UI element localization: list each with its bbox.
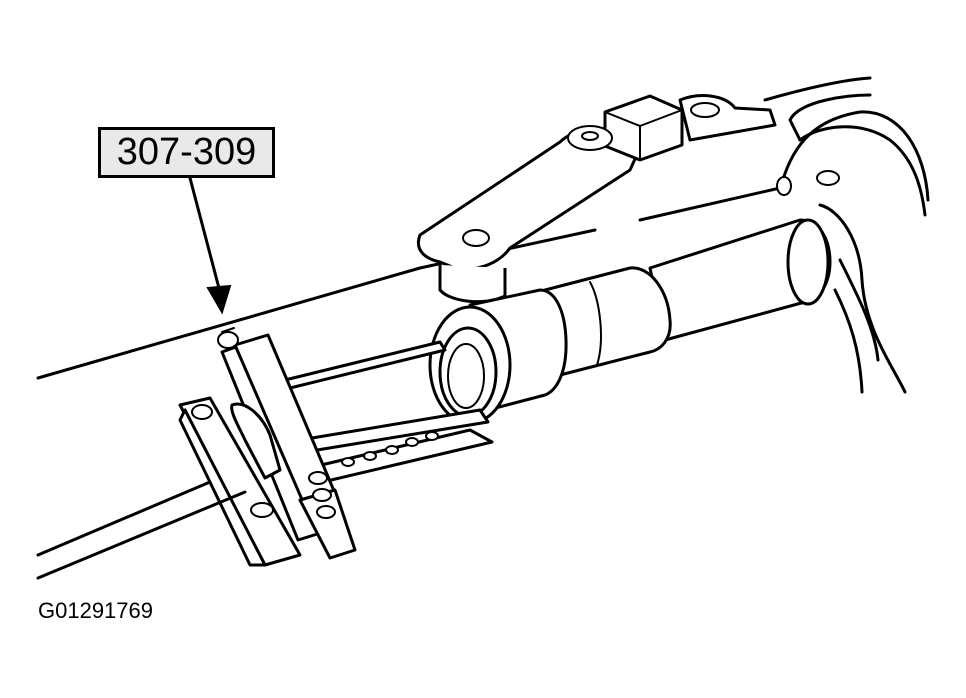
axle-shaft [428,218,832,425]
linkage-arm [416,94,777,304]
bearing-puller-tool [178,327,494,567]
forcing-screw-rod [36,480,247,580]
callout-leader-arrow [188,176,232,315]
tool-number-callout: 307-309 [98,127,275,178]
tool-number-label: 307-309 [116,131,257,173]
figure-code: G01291769 [38,598,153,623]
transmission-housing [36,76,930,394]
